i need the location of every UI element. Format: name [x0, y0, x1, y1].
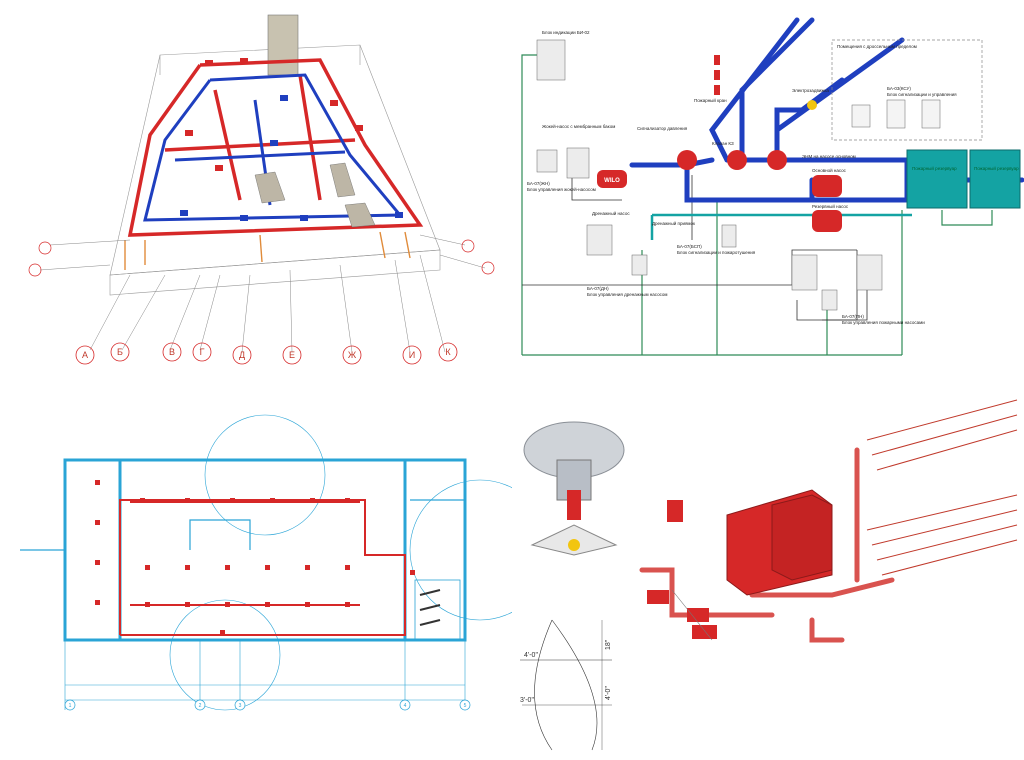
axis-label-g: Г [200, 347, 205, 357]
label-pressure-signal: Сигнализатор давления [637, 126, 688, 131]
pump-room-equipment [419, 589, 441, 626]
axis-label-a: А [82, 350, 88, 360]
isometric-pump-station [639, 399, 1018, 643]
label-fire-tank-2: Пожарный резервуар [974, 165, 1019, 171]
axis-label-zh: Ж [348, 350, 357, 360]
sprinkler-markers [95, 480, 415, 635]
axis-number-4: 4 [404, 703, 407, 709]
main-pump-body [812, 175, 842, 197]
label-signal-block: Блок сигнализации и пожаротушения [677, 250, 756, 255]
axis-label-b: Б [117, 347, 123, 357]
jockey-pump-body [597, 170, 627, 188]
floor-plan-svg: 1 2 3 4 5 [20, 414, 512, 711]
control-wiring [521, 54, 993, 356]
label-jockey-ctrl-code: БА-07(ЖН) [527, 181, 550, 186]
side-axis-markers [28, 239, 495, 277]
dim-label-2: 18" [605, 639, 612, 650]
label-jockey-ctrl: Блок управления жокей-насосом [527, 186, 596, 192]
label-drain-pump: Дренажный насос [592, 210, 630, 216]
3d-plan-svg: А Б В Г Д Е Ж И К [28, 14, 495, 365]
spray-coverage-diagram: 4'-0" 18" 4'-0" 3'-0" [520, 619, 612, 751]
fire-tank-1 [906, 149, 968, 209]
axis-number-2: 2 [199, 703, 202, 709]
dim-label-3: 4'-0" [605, 686, 612, 700]
axis-label-e: Е [289, 350, 295, 360]
label-mains: ЭНМ на насосе основном [802, 154, 856, 159]
chimney-shaft [267, 14, 299, 76]
dim-label-4: 3'-0" [520, 697, 534, 704]
label-monitor-block: Блок индикации БИ-02 [542, 30, 590, 35]
axis-number-markers: 1 2 3 4 5 [64, 699, 471, 711]
label-drain-ctrl-code: БА-07(ДН) [587, 286, 609, 291]
pump-brand-label: WILO [604, 178, 620, 184]
red-pipe-network [127, 58, 424, 237]
panel-pump-schematic: WILO Блок индикации БИ-02 Жокей-насос с … [512, 0, 1024, 380]
stairs [254, 162, 376, 228]
axis-number-5: 5 [464, 703, 467, 709]
iso-control-box [667, 500, 683, 522]
grid-leader-lines [39, 234, 486, 353]
control-cabinets [536, 39, 883, 311]
fire-tank-2 [969, 149, 1021, 209]
drain-pipe [650, 213, 912, 240]
label-pump-ctrl-code: БА-07(ПН) [842, 314, 864, 319]
fire-pumps: WILO [597, 150, 842, 232]
inner-structure [20, 499, 465, 551]
pump-room [414, 579, 461, 641]
panel-3d-building-plan: А Б В Г Д Е Ж И К [0, 0, 512, 380]
equipment-blocks [180, 58, 403, 221]
label-zone-ctrl-code: БА-03(КСУ) [887, 86, 911, 91]
dim-label-1: 4'-0" [524, 652, 538, 659]
axis-markers: А Б В Г Д Е Ж И К [75, 342, 458, 365]
support-columns [124, 231, 411, 270]
iso-pump-2 [687, 608, 709, 622]
iso-tank-right [771, 494, 833, 581]
label-valve-zone: Помещения с дроссельным пределом [837, 44, 917, 49]
sprinkler-svg: 4'-0" 18" 4'-0" 3'-0" [517, 399, 1018, 751]
axis-label-v: В [169, 347, 175, 357]
valve-zone-box [831, 39, 983, 141]
label-fire-hydrant: Пожарный кран [694, 97, 727, 103]
sprinkler-head-photo [517, 415, 632, 615]
label-fire-tank-1: Пожарный резервуар [912, 165, 957, 171]
panel-floor-plan: 1 2 3 4 5 [0, 380, 512, 760]
iso-main-pipes [639, 447, 895, 643]
schematic-svg: WILO Блок индикации БИ-02 Жокей-насос с … [521, 17, 1024, 356]
electro-valve-icon [807, 100, 817, 110]
sprinkler-pipe-loop [119, 499, 406, 636]
label-pump-ctrl: Блок управления пожарными насосами [842, 320, 925, 325]
dimension-arcs [169, 414, 512, 711]
axis-label-k: К [445, 347, 451, 357]
label-drain-pit: Дренажный приямок [652, 220, 695, 226]
sprinkler-heads [714, 55, 720, 95]
label-reserve-pump: Резервный насос [812, 203, 849, 209]
label-zone-ctrl: Блок сигнализации и управления [887, 92, 957, 97]
axis-number-1: 1 [69, 703, 72, 709]
axis-label-i: И [409, 350, 415, 360]
sprinkler-bulb [567, 490, 581, 520]
label-electro-valve: Электрозадвижка [792, 88, 829, 93]
iso-pump-1 [647, 590, 669, 604]
label-main-pump: Основной насос [812, 167, 847, 173]
axis-number-3: 3 [239, 703, 242, 709]
label-jockey-pump: Жокей-насос с мембранным баком [542, 123, 615, 129]
label-valve-kz: Клапан КЗ [712, 141, 734, 146]
label-drain-ctrl: Блок управления дренажным насосом [587, 292, 667, 297]
sprinkler-branch-grid [866, 399, 1018, 576]
panel-sprinkler-isometric: 4'-0" 18" 4'-0" 3'-0" [512, 380, 1024, 760]
reserve-pump-body [812, 210, 842, 232]
iso-pump-3 [692, 625, 717, 639]
zone-devices [851, 99, 941, 129]
label-signal-block-code: БА-07(БСП) [677, 244, 702, 249]
axis-label-d: Д [239, 350, 245, 360]
dimension-line [64, 640, 466, 710]
